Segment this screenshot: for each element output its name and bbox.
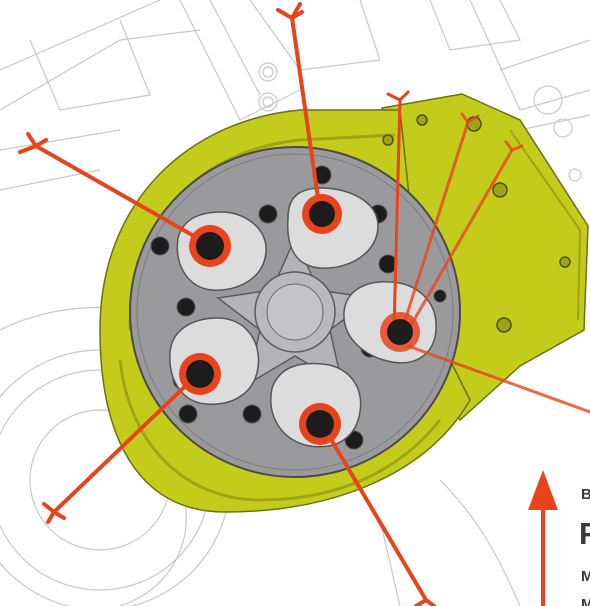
- callout-badge: [520, 470, 590, 606]
- callout-marker-bar: [541, 504, 545, 606]
- cord-top: [276, 2, 322, 214]
- callout-line-3: M: [581, 568, 590, 585]
- callout-line-2: F: [579, 516, 590, 551]
- cord-right-3: [404, 140, 524, 336]
- knife-eyes: [179, 194, 420, 445]
- callout-marker-triangle: [528, 470, 558, 510]
- knife-eye-bottom-left: [179, 353, 221, 395]
- cord-right-1: [386, 90, 410, 332]
- callout-line-1: B: [581, 486, 590, 503]
- cord-right-2: [400, 112, 480, 332]
- cutting-cords: [18, 2, 590, 606]
- knife-eye-top: [302, 194, 342, 234]
- knife-eye-right: [380, 312, 420, 352]
- cord-bottom-left: [42, 372, 200, 524]
- callout-line-4: M: [581, 596, 590, 606]
- housing-edge: [509, 129, 582, 321]
- knife-eye-left: [189, 225, 231, 267]
- cord-left: [18, 132, 210, 246]
- knife-eye-bottom: [299, 403, 341, 445]
- cord-right-4: [406, 344, 590, 414]
- cord-bottom: [320, 422, 436, 606]
